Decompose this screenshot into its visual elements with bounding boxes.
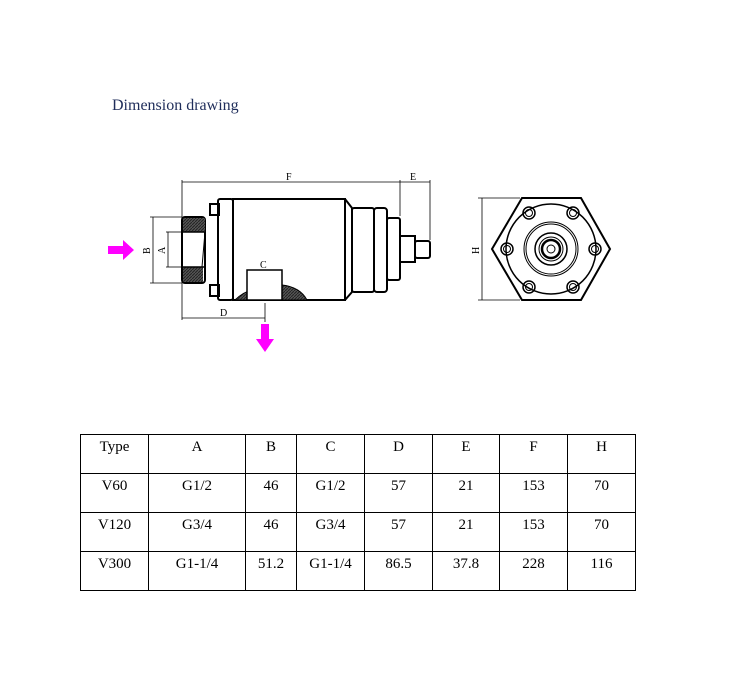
bolt-holes: [500, 206, 602, 294]
cell: 57: [364, 473, 433, 513]
cell: 46: [245, 512, 297, 552]
cell: 228: [499, 551, 568, 591]
cell: V60: [80, 473, 149, 513]
outlet-arrow-icon: [256, 324, 274, 352]
cell: 70: [567, 473, 636, 513]
cell: 57: [364, 512, 433, 552]
table-row: V120 G3/4 46 G3/4 57 21 153 70: [80, 512, 636, 552]
label-h: H: [471, 247, 482, 254]
header-cell: H: [567, 434, 636, 474]
cell: 86.5: [364, 551, 433, 591]
label-d: D: [220, 308, 227, 319]
header-cell: E: [432, 434, 500, 474]
inlet-arrow-icon: [108, 240, 134, 260]
cell: 46: [245, 473, 297, 513]
cell: 21: [432, 473, 500, 513]
dimension-drawing: F E D C B A H: [108, 172, 612, 352]
cell: G1/2: [296, 473, 365, 513]
cell: G3/4: [296, 512, 365, 552]
dimension-lines: [150, 180, 431, 322]
cell: 70: [567, 512, 636, 552]
label-b: B: [142, 247, 153, 254]
cell: 37.8: [432, 551, 500, 591]
header-cell: C: [296, 434, 365, 474]
side-view: [181, 198, 431, 301]
cell: 21: [432, 512, 500, 552]
cell: V120: [80, 512, 149, 552]
label-c: C: [260, 260, 267, 271]
cell: G1-1/4: [148, 551, 246, 591]
header-cell: Type: [80, 434, 149, 474]
dimension-table: Type A B C D E F H V60 G1/2 46 G1/2 57 2…: [80, 434, 636, 591]
table-row: V60 G1/2 46 G1/2 57 21 153 70: [80, 473, 636, 513]
cell: V300: [80, 551, 149, 591]
header-cell: B: [245, 434, 297, 474]
cell: G1-1/4: [296, 551, 365, 591]
header-cell: F: [499, 434, 568, 474]
cell: 51.2: [245, 551, 297, 591]
page-title: Dimension drawing: [112, 97, 239, 114]
cell: G3/4: [148, 512, 246, 552]
table-header-row: Type A B C D E F H: [80, 434, 636, 474]
cell: 153: [499, 473, 568, 513]
table-row: V300 G1-1/4 51.2 G1-1/4 86.5 37.8 228 11…: [80, 551, 636, 591]
header-cell: D: [364, 434, 433, 474]
label-f: F: [286, 172, 292, 183]
cell: 116: [567, 551, 636, 591]
label-e: E: [410, 172, 416, 183]
cell: 153: [499, 512, 568, 552]
end-view: [478, 197, 612, 301]
label-a: A: [157, 246, 168, 254]
header-cell: A: [148, 434, 246, 474]
cell: G1/2: [148, 473, 246, 513]
